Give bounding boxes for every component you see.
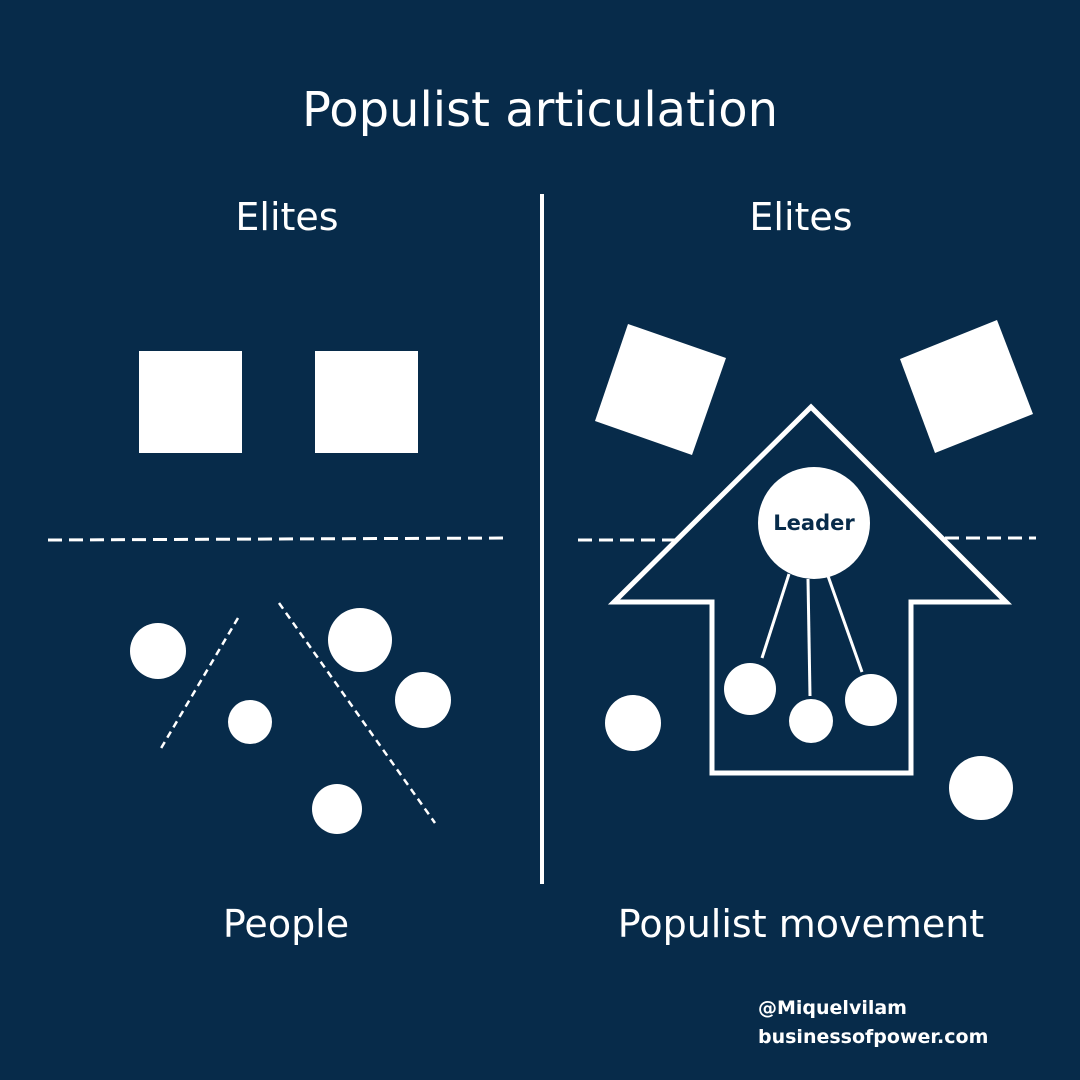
left-person-circle-4 — [395, 672, 451, 728]
left-elites-label: Elites — [235, 195, 338, 239]
left-panel: Elites People — [47, 195, 506, 946]
left-person-circle-5 — [312, 784, 362, 834]
leader-connector-line-3 — [826, 575, 864, 673]
diagram-title: Populist articulation — [302, 82, 778, 138]
left-elite-square-2 — [315, 351, 418, 453]
outside-person-circle-1 — [605, 695, 661, 751]
left-fragment-dashed-line-1 — [158, 617, 240, 751]
left-elite-square-1 — [139, 351, 242, 453]
populist-movement-label: Populist movement — [618, 902, 984, 946]
left-person-circle-1 — [130, 623, 186, 679]
left-person-circle-2 — [228, 700, 272, 744]
leader-label: Leader — [773, 511, 855, 535]
follower-circle-1 — [724, 663, 776, 715]
left-fragment-dashed-line-2 — [277, 602, 437, 824]
left-people-label: People — [223, 902, 349, 946]
right-panel: Elites Leader Populist movement — [578, 195, 1036, 946]
author-handle: @Miquelvilam — [758, 997, 907, 1019]
outside-person-circle-2 — [949, 756, 1013, 820]
right-elite-square-1 — [595, 324, 726, 455]
follower-circle-2 — [789, 699, 833, 743]
movement-arrow-shape — [607, 403, 1013, 776]
leader-connector-line-1 — [760, 573, 791, 659]
right-elites-label: Elites — [749, 195, 852, 239]
left-horizontal-dashed-divider — [47, 536, 506, 542]
leader-connector-line-2 — [806, 578, 812, 697]
follower-circle-3 — [845, 674, 897, 726]
left-person-circle-3 — [328, 608, 392, 672]
leader-circle — [758, 467, 870, 579]
right-elite-square-2 — [900, 320, 1033, 453]
website-credit: businessofpower.com — [758, 1026, 988, 1048]
